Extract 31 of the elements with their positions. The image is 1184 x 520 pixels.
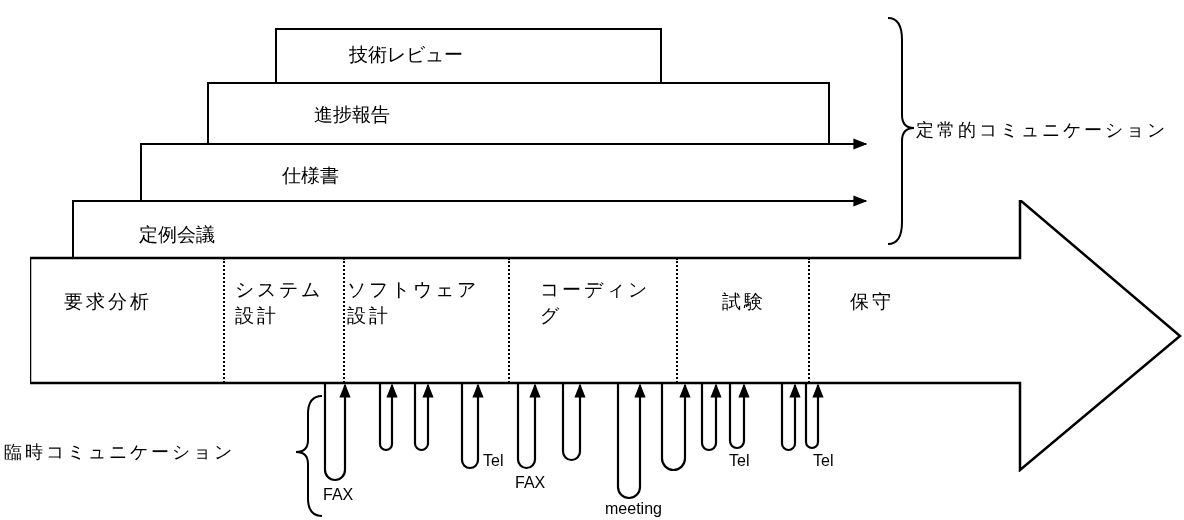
- phase-label: 要求分析: [64, 289, 153, 314]
- band-label: 仕様書: [282, 163, 339, 188]
- band-label: 技術レビュー: [349, 42, 463, 67]
- spec-band: [140, 143, 830, 201]
- arrow: [780, 383, 801, 451]
- group-label: 臨時コミュニケーション: [4, 440, 235, 464]
- arrow: [378, 383, 398, 452]
- phase-label: 試験: [722, 289, 767, 314]
- group-label: 定常的コミュニケーション: [916, 118, 1168, 142]
- arrow: [616, 383, 646, 500]
- arrow: [700, 383, 722, 451]
- arrow: [728, 383, 750, 449]
- arrow: [413, 383, 434, 451]
- arrow: [561, 383, 586, 462]
- arrow: [660, 383, 691, 472]
- report-band: [207, 82, 830, 144]
- edge-label: meeting: [604, 500, 663, 518]
- phase-label: システム設計: [235, 277, 324, 328]
- band-label: 定例会議: [139, 222, 215, 247]
- arrow: [460, 383, 484, 469]
- phase-label: ソフトウェア設計: [347, 277, 480, 328]
- band-label: 進捗報告: [314, 102, 390, 127]
- arrow: [516, 383, 541, 470]
- arrow: [323, 383, 351, 482]
- arrow: [830, 195, 868, 207]
- phase-label: 保守: [850, 289, 895, 314]
- arrow: [830, 138, 868, 150]
- arrow: [804, 383, 824, 449]
- phase-section: [345, 258, 510, 383]
- review-band: [275, 28, 662, 82]
- phase-label: コーディング: [540, 277, 650, 328]
